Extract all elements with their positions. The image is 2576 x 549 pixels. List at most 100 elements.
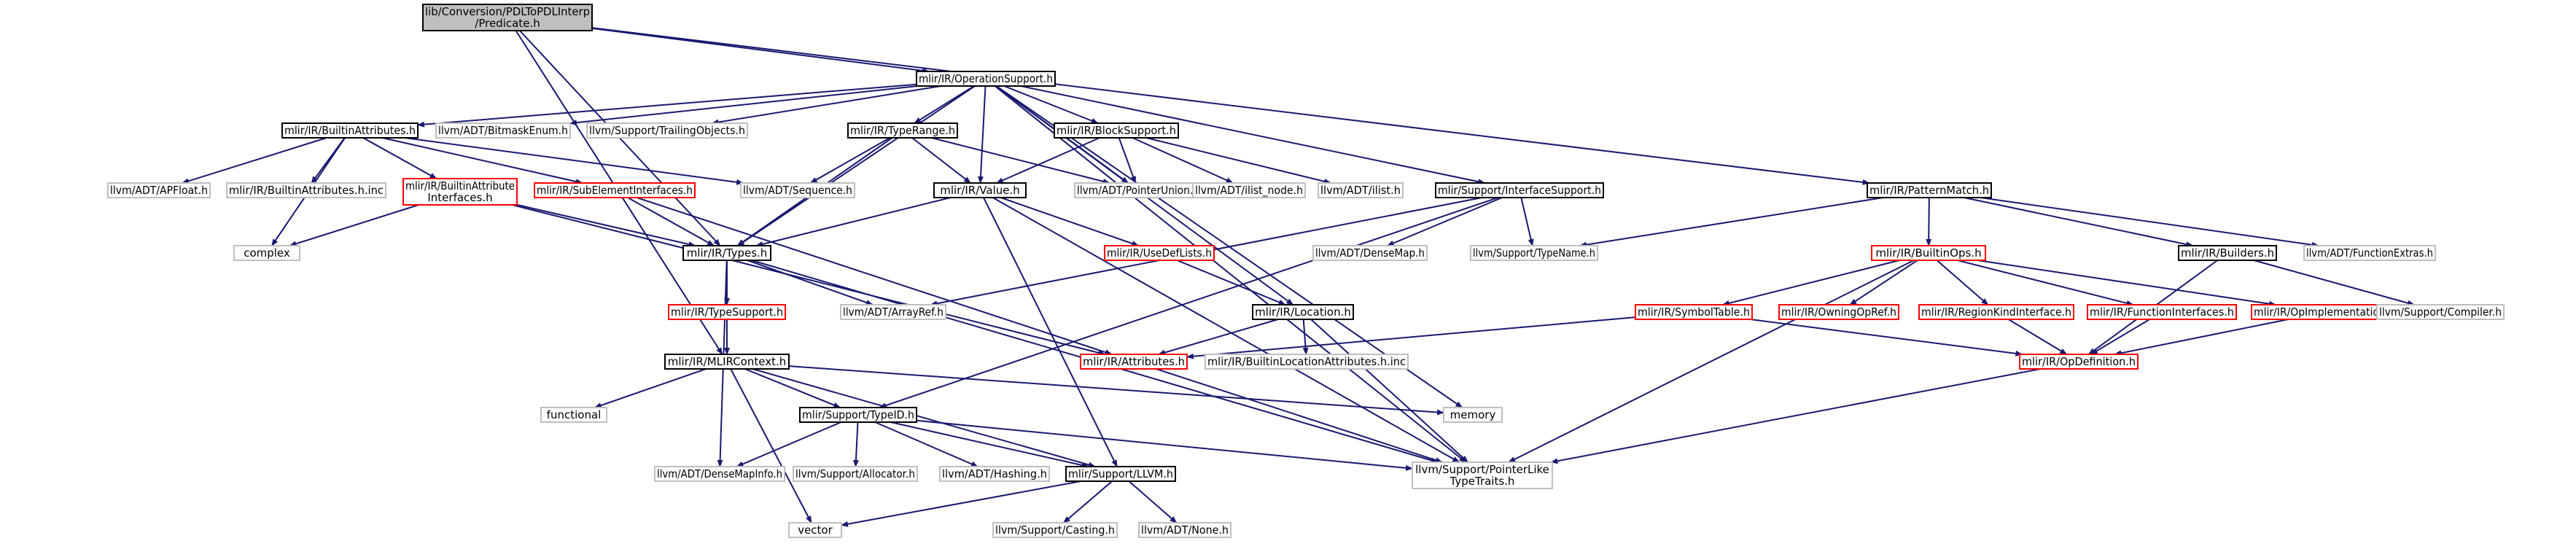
edge-operationsupport-to-trailingobjects xyxy=(711,85,941,125)
node-label: llvm/Support/TypeName.h xyxy=(1473,246,1595,260)
node-functional[interactable]: functional xyxy=(540,407,607,423)
node-casting[interactable]: llvm/Support/Casting.h xyxy=(992,522,1118,538)
node-owningopref[interactable]: mlir/IR/OwningOpRef.h xyxy=(1778,304,1899,320)
node-box xyxy=(992,522,1118,538)
edge-mlircontext-to-functional xyxy=(594,368,707,408)
node-densemap[interactable]: llvm/ADT/DenseMap.h xyxy=(1312,245,1428,261)
node-compiler[interactable]: llvm/Support/Compiler.h xyxy=(2376,304,2505,320)
node-blocksupport[interactable]: mlir/IR/BlockSupport.h xyxy=(1054,122,1179,139)
node-label: mlir/IR/RegionKindInterface.h xyxy=(1921,305,2071,319)
edge-blocksupport-to-value xyxy=(995,137,1100,184)
node-functionextras[interactable]: llvm/ADT/FunctionExtras.h xyxy=(2303,245,2436,261)
node-usedeflists[interactable]: mlir/IR/UseDefLists.h xyxy=(1104,245,1215,261)
node-ilist[interactable]: llvm/ADT/ilist.h xyxy=(1318,182,1404,198)
node-builtinops[interactable]: mlir/IR/BuiltinOps.h xyxy=(1871,245,1986,261)
node-subelementinterfaces[interactable]: mlir/IR/SubElementInterfaces.h xyxy=(534,182,696,198)
edge-location-to-attributes xyxy=(1158,319,1279,356)
node-box xyxy=(1470,245,1598,261)
edge-subelementinterfaces-to-attributes xyxy=(636,197,1113,355)
node-box xyxy=(682,245,771,261)
node-complex[interactable]: complex xyxy=(233,245,300,261)
edge-value-to-llvmh xyxy=(983,197,1118,467)
node-label: llvm/ADT/None.h xyxy=(1141,523,1229,537)
node-allocator[interactable]: llvm/Support/Allocator.h xyxy=(793,466,918,482)
node-patternmatch[interactable]: mlir/IR/PatternMatch.h xyxy=(1867,182,1992,198)
node-label: mlir/IR/OperationSupport.h xyxy=(919,72,1053,85)
node-ilistnode[interactable]: llvm/ADT/ilist_node.h xyxy=(1192,182,1306,198)
node-opimplementation[interactable]: mlir/IR/OpImplementation.h xyxy=(2251,304,2398,320)
node-label: llvm/ADT/PointerUnion.h xyxy=(1077,184,1199,197)
node-label: lib/Conversion/PDLToPDLInterp xyxy=(425,5,590,18)
node-label: mlir/IR/BlockSupport.h xyxy=(1057,124,1176,137)
node-typeid[interactable]: mlir/Support/TypeID.h xyxy=(799,407,917,423)
node-label: mlir/IR/Types.h xyxy=(687,246,768,260)
node-box xyxy=(402,178,518,206)
node-box xyxy=(2019,354,2139,370)
node-functioninterfaces[interactable]: mlir/IR/FunctionInterfaces.h xyxy=(2087,304,2237,320)
node-box xyxy=(1867,182,1992,198)
node-builtinattributes[interactable]: mlir/IR/BuiltinAttributes.h xyxy=(281,122,419,139)
node-label: vector xyxy=(798,523,833,537)
node-location[interactable]: mlir/IR/Location.h xyxy=(1252,304,1354,320)
node-sequence[interactable]: llvm/ADT/Sequence.h xyxy=(740,182,855,198)
node-label: llvm/ADT/Sequence.h xyxy=(743,184,852,197)
node-interfacesupport[interactable]: mlir/Support/InterfaceSupport.h xyxy=(1435,182,1604,198)
node-label: llvm/Support/Casting.h xyxy=(995,523,1115,537)
node-symboltable[interactable]: mlir/IR/SymbolTable.h xyxy=(1635,304,1753,320)
node-label: mlir/IR/SymbolTable.h xyxy=(1638,305,1750,319)
edge-mlircontext-to-memory xyxy=(788,365,1444,416)
node-builders[interactable]: mlir/IR/Builders.h xyxy=(2178,245,2277,261)
node-label: llvm/ADT/ilist_node.h xyxy=(1195,184,1303,198)
node-arrayref[interactable]: llvm/ADT/ArrayRef.h xyxy=(840,304,946,320)
node-attributes[interactable]: mlir/IR/Attributes.h xyxy=(1080,354,1188,370)
edge-patternmatch-to-builders xyxy=(1964,197,2194,248)
node-box xyxy=(799,407,917,423)
node-apfloat[interactable]: llvm/ADT/APFloat.h xyxy=(107,182,211,198)
node-none[interactable]: llvm/ADT/None.h xyxy=(1138,522,1231,538)
edge-typerange-to-sequence xyxy=(809,137,890,184)
node-box xyxy=(654,466,785,482)
node-typerange[interactable]: mlir/IR/TypeRange.h xyxy=(847,122,958,139)
node-typesupport[interactable]: mlir/IR/TypeSupport.h xyxy=(668,304,786,320)
node-vector[interactable]: vector xyxy=(788,522,842,538)
node-label: llvm/ADT/DenseMap.h xyxy=(1315,246,1425,260)
node-builtinlocinc[interactable]: mlir/IR/BuiltinLocationAttributes.h.inc xyxy=(1205,354,1409,370)
node-box xyxy=(281,122,419,139)
node-label: memory xyxy=(1450,408,1496,421)
node-box xyxy=(793,466,918,482)
node-pointerunion[interactable]: llvm/ADT/PointerUnion.h xyxy=(1074,182,1202,198)
edge-operationsupport-to-bitmaskenum xyxy=(569,85,918,126)
edge-operationsupport-to-blocksupport xyxy=(1003,85,1099,124)
edge-symboltable-to-opdefinition xyxy=(1750,319,2023,357)
edge-builtinops-to-pointerliketypetraits xyxy=(1508,260,1915,463)
node-operationsupport[interactable]: mlir/IR/OperationSupport.h xyxy=(916,71,1056,87)
node-box xyxy=(668,304,786,320)
node-box xyxy=(435,122,571,139)
node-mlircontext[interactable]: mlir/IR/MLIRContext.h xyxy=(664,354,790,370)
node-trailingobjects[interactable]: llvm/Support/TrailingObjects.h xyxy=(586,122,748,139)
node-densemapinfo[interactable]: llvm/ADT/DenseMapInfo.h xyxy=(654,466,785,482)
node-label: mlir/IR/FunctionInterfaces.h xyxy=(2090,305,2234,319)
node-types[interactable]: mlir/IR/Types.h xyxy=(682,245,771,261)
node-bitmaskenum[interactable]: llvm/ADT/BitmaskEnum.h xyxy=(435,122,571,139)
node-builtinattrinc[interactable]: mlir/IR/BuiltinAttributes.h.inc xyxy=(226,182,386,198)
node-memory[interactable]: memory xyxy=(1443,407,1503,423)
edge-location-to-builtinlocinc xyxy=(1302,319,1309,355)
node-opdefinition[interactable]: mlir/IR/OpDefinition.h xyxy=(2019,354,2139,370)
edge-regionkind-to-opdefinition xyxy=(2008,319,2068,355)
edge-mlircontext-to-typeid xyxy=(744,368,841,408)
node-label: llvm/ADT/BitmaskEnum.h xyxy=(438,124,568,137)
edge-patternmatch-to-functionextras xyxy=(1980,197,2319,248)
node-label: mlir/IR/OpImplementation.h xyxy=(2254,305,2395,319)
node-llvmh[interactable]: mlir/Support/LLVM.h xyxy=(1065,466,1176,482)
node-regionkind[interactable]: mlir/IR/RegionKindInterface.h xyxy=(1918,304,2074,320)
node-value[interactable]: mlir/IR/Value.h xyxy=(933,182,1027,198)
node-hashing[interactable]: llvm/ADT/Hashing.h xyxy=(939,466,1050,482)
node-typename[interactable]: llvm/Support/TypeName.h xyxy=(1470,245,1598,261)
edge-typeid-to-hashing xyxy=(874,421,978,467)
node-predicate[interactable]: lib/Conversion/PDLToPDLInterp/Predicate.… xyxy=(422,4,593,31)
edge-interfacesupport-to-densemap xyxy=(1386,197,1503,246)
